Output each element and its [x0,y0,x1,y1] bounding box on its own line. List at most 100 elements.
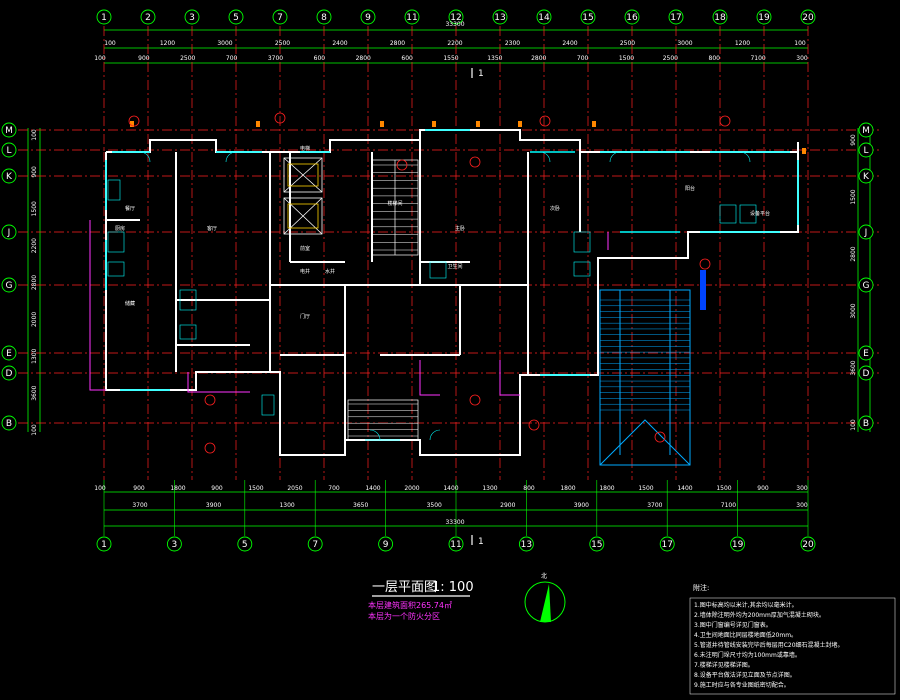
note-line: 9.施工时应与各专业图纸密切配合。 [694,681,790,689]
dimension-value: 2400 [562,40,577,47]
room-label: 阳台 [685,185,695,192]
dimension-value: 1400 [365,485,380,492]
room-label: 主卧 [455,225,465,232]
axis-label-top: 19 [758,13,770,23]
north-label: 北 [541,572,547,580]
dimension-value: 700 [577,55,589,62]
dimension-value: 1500 [716,485,731,492]
dimension-value: 3600 [31,385,38,400]
dimension-value: 100 [104,40,116,47]
notes-title: 附注: [693,583,709,592]
axis-label-bottom: 17 [661,540,672,550]
axis-bubble-7 [272,9,288,25]
axis-bubble-9 [360,9,376,25]
north-arrow [524,581,566,623]
dimension-value: 2200 [447,40,462,47]
dimension-value: 700 [328,485,340,492]
stair-treads-entrance [348,403,418,437]
axis-label-bottom: 1 [101,540,107,550]
axis-bubble-14 [536,9,552,25]
axis-label-right: E [863,349,869,359]
dimension-value: 1800 [170,485,185,492]
dimension-value: 1300 [279,502,294,509]
room-label: 次卧 [550,205,560,212]
dimension-value: 1350 [487,55,502,62]
dimension-value: 900 [133,485,145,492]
axis-label-top: 9 [365,13,371,23]
dimension-value: 1200 [735,40,750,47]
axis-label-top: 18 [714,13,726,23]
windows [105,129,799,441]
dimension-value: 800 [523,485,535,492]
dimension-value: 2800 [390,40,405,47]
dimension-value: 300 [796,55,808,62]
axis-bubble-right-M [858,122,874,138]
stair-treads-exterior [600,299,690,411]
axis-bubble-19 [756,9,772,25]
dimension-value: 3650 [353,502,368,509]
axis-bubble-5 [228,9,244,25]
axis-label-bottom: 9 [383,540,389,550]
room-label: 门厅 [300,313,310,320]
axis-label-right: M [862,126,870,136]
axis-bubble-8 [316,9,332,25]
dimension-value: 800 [709,55,721,62]
room-label: 楼梯间 [387,200,402,207]
dimension-value: 1500 [31,201,38,216]
axis-label-top: 1 [101,13,107,23]
dimension-value: 3700 [268,55,283,62]
axis-bubble-bottom-5 [237,536,253,552]
axis-bubble-right-K [858,168,874,184]
axis-bubble-bottom-13 [518,536,534,552]
axis-bubble-18 [712,9,728,25]
dimension-value: 2500 [275,40,290,47]
dimension-value: 2800 [356,55,371,62]
axis-label-right: B [863,419,869,429]
axis-label-top: 5 [233,13,239,23]
dimension-value: 2000 [404,485,419,492]
axis-label-right: D [863,369,870,379]
dimension-value: 900 [31,166,38,178]
dimension-value: 600 [401,55,413,62]
axis-bubble-bottom-15 [589,536,605,552]
axis-label-top: 16 [626,13,638,23]
section-mark-bottom: 1 [478,537,484,547]
overall-dimension-bottom: 33300 [445,519,464,526]
drawing-scale: 1: 100 [432,580,474,595]
axis-label-top: 13 [494,13,505,23]
partition-lines [89,220,609,396]
room-label: 设备平台 [750,210,770,217]
dimension-value: 900 [138,55,150,62]
axis-bubble-left-E [1,345,17,361]
axis-bubble-3 [184,9,200,25]
axis-label-left: M [5,126,13,136]
axis-bubble-left-G [1,277,17,293]
note-line: 2.墙体除注明外均为200mm厚加气混凝土砌块。 [694,611,825,619]
room-label: 餐厅 [125,205,135,212]
axis-label-top: 7 [277,13,283,23]
axis-label-bottom: 20 [802,540,814,550]
dimension-value: 2900 [500,502,515,509]
room-label: 电井 [300,268,310,275]
axis-label-left: K [6,172,13,182]
axis-label-right: J [864,228,868,238]
dimension-value: 100 [94,485,106,492]
axis-bubble-2 [140,9,156,25]
dimension-value: 100 [31,129,38,141]
axis-bubble-right-J [858,224,874,240]
axis-bubble-bottom-1 [96,536,112,552]
door-jambs [130,121,806,154]
axis-bubble-left-K [1,168,17,184]
dimension-value: 3000 [850,303,857,318]
axis-bubble-11 [404,9,420,25]
dimension-value: 3500 [427,502,442,509]
axis-bubble-13 [492,9,508,25]
elevator-shafts-yellow [287,163,319,229]
dimension-value: 900 [211,485,223,492]
dimension-value: 100 [94,55,106,62]
